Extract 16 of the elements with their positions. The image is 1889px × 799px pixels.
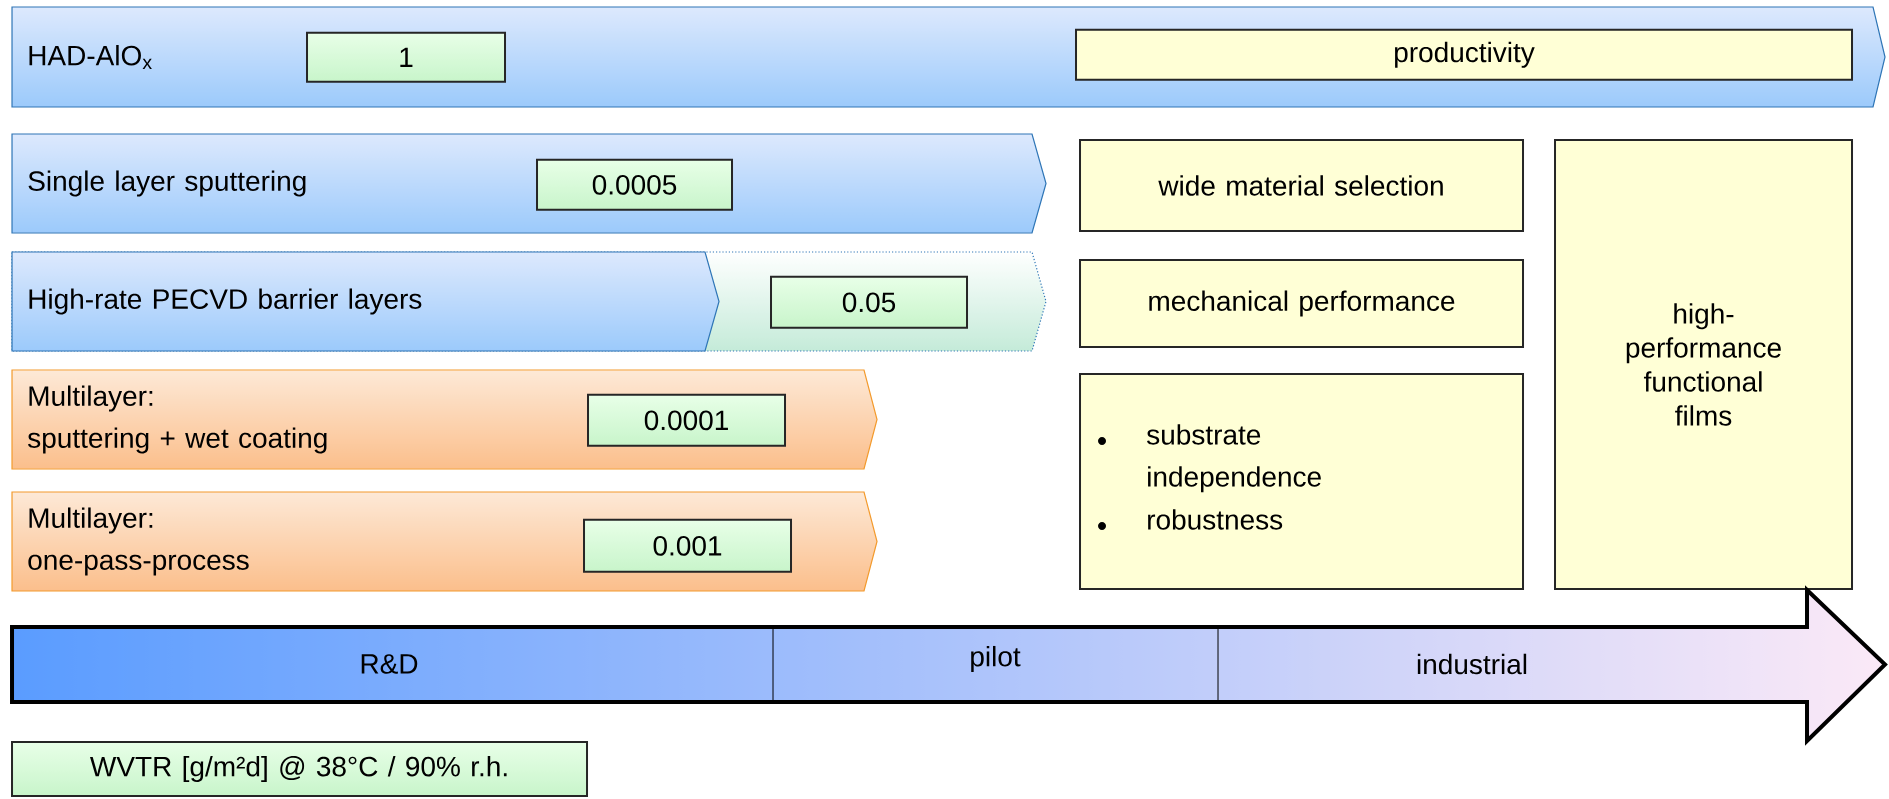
stage-label: R&D xyxy=(361,654,418,674)
value-box: WVTR [g/m²d] @ 38°C / 90% r.h. xyxy=(11,741,588,797)
stage-label: industrial xyxy=(1417,653,1527,675)
value-box: 0.0001 xyxy=(587,393,786,447)
bullet-text: robustness xyxy=(1148,509,1283,530)
value-box: 0.05 xyxy=(770,275,968,329)
value-box: 0.001 xyxy=(583,518,792,573)
value-box: 0.0005 xyxy=(536,158,733,211)
feature-box: wide material selection xyxy=(1079,139,1524,232)
timeline-arrow xyxy=(10,585,1888,746)
feature-box: productivity xyxy=(1075,28,1853,81)
feature-box: mechanical performance xyxy=(1079,259,1524,348)
value-box: 1 xyxy=(306,31,506,83)
feature-box xyxy=(1079,373,1524,590)
stage-label: pilot xyxy=(971,645,1021,673)
feature-box: high-performance functional films xyxy=(1554,139,1853,590)
